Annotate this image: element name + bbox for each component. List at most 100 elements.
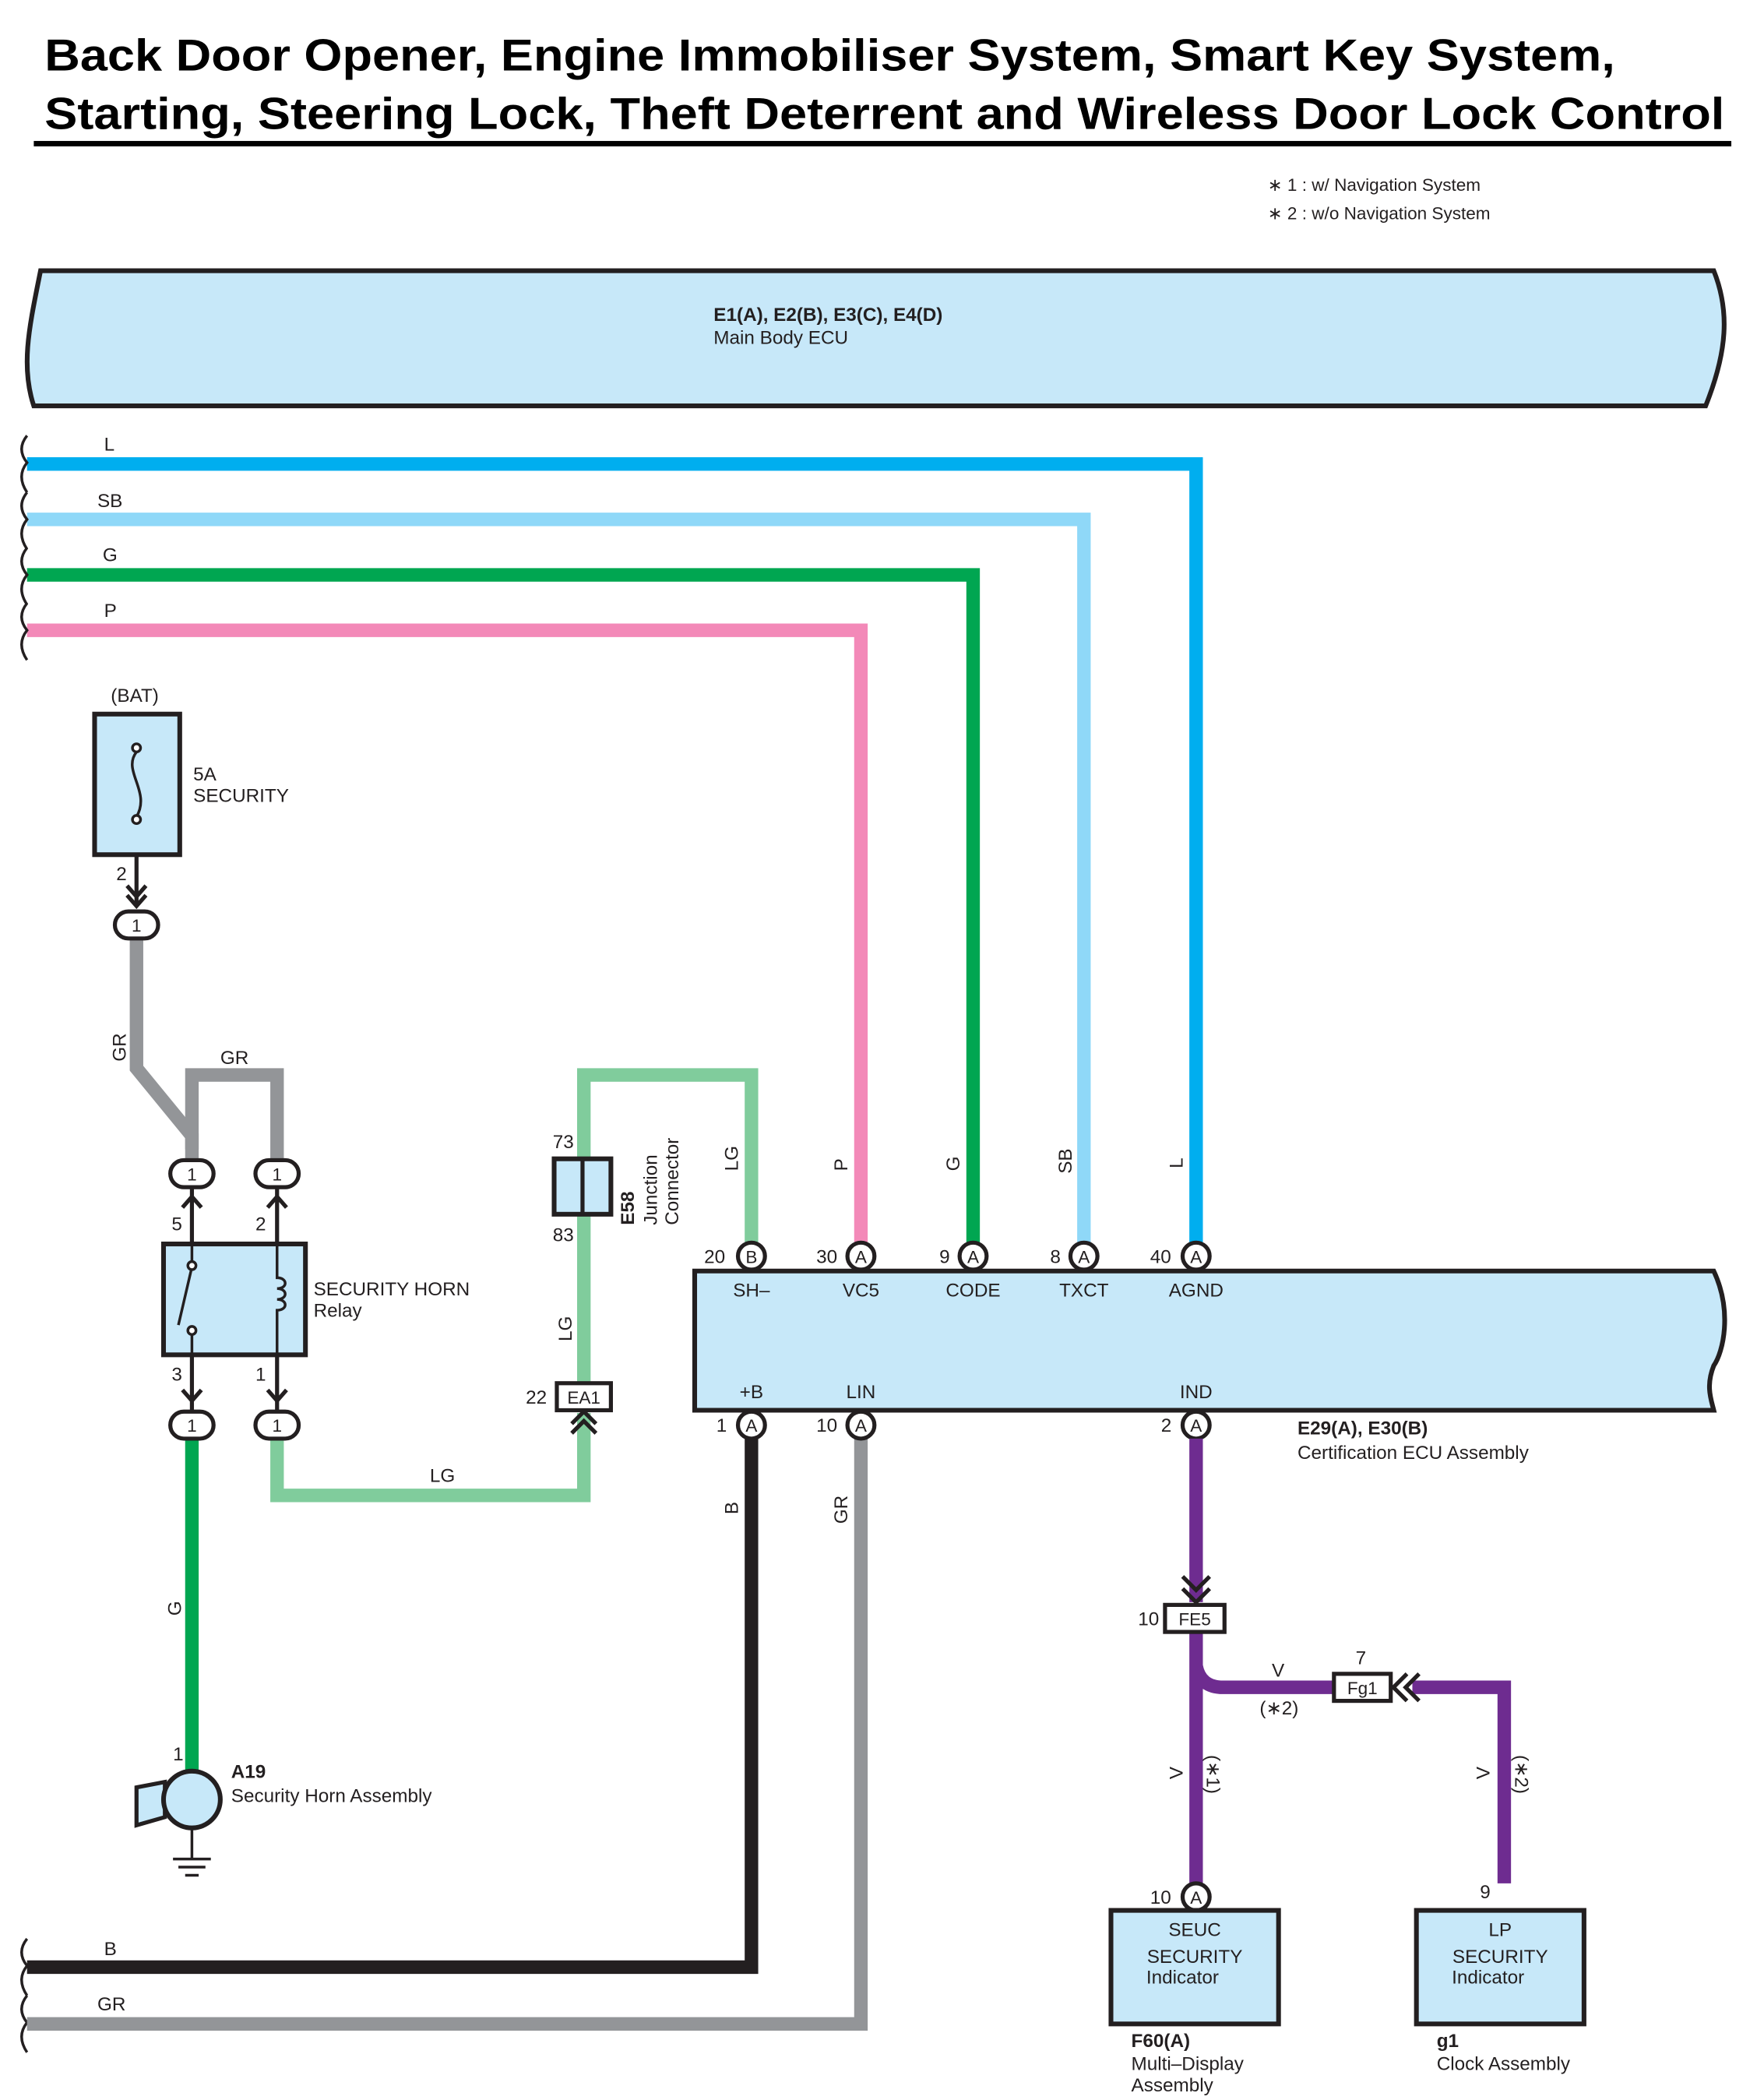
md-code: F60(A) [1132,2031,1191,2052]
ea1-pin: 22 [526,1387,547,1408]
terminal-B: +B [740,1382,763,1403]
arrow-up-icon [181,1193,288,1209]
wire-GR-relay-loop [185,1068,284,1163]
terminal-CODE: CODE [945,1281,1000,1302]
junction-pin-in: 73 [553,1132,574,1153]
wire-label-SB-vert: SB [1055,1148,1076,1173]
relay-name: SECURITY HORN [314,1279,470,1300]
title-line-1: Back Door Opener, Engine Immobiliser Sys… [44,31,1615,81]
wire-label-P-vert: P [831,1158,852,1171]
pin-number: 1 [717,1415,727,1436]
wire-label-LG-horiz: LG [430,1465,455,1486]
terminal-AGND: AGND [1169,1281,1224,1302]
wire-SB [26,513,1091,1245]
fuse-pin: 2 [116,864,127,885]
multi-display-box [1108,1908,1281,2027]
relay-connector-pin: 1 [272,1165,282,1184]
cert-ecu-top-pins: P G SB L B 20 SH– A 30 VC5 A 9 CODE A 8 … [704,1148,1224,1301]
md-name-2: Assembly [1132,2075,1214,2096]
wire-label-G-horn: G [165,1601,186,1616]
horn-code: A19 [231,1762,266,1783]
md-label-2: Indicator [1146,1967,1219,1988]
ea1-code: EA1 [567,1388,600,1408]
pin-number: 8 [1050,1246,1061,1267]
md-name-1: Multi–Display [1132,2053,1245,2074]
pin-number: 10 [816,1415,837,1436]
clock-label-1: SECURITY [1452,1947,1548,1968]
ea1-connector [555,1381,613,1413]
pin-number: 20 [704,1246,725,1267]
wire-label-V-1: V [1166,1766,1187,1779]
fuse-rating: 5A [193,764,217,785]
relay-connector-pin: 1 [187,1165,197,1184]
fe5-connector [1163,1602,1227,1634]
wire-P [26,623,868,1245]
clock-name: Clock Assembly [1437,2053,1571,2074]
clock-box [1414,1908,1586,2027]
terminal-IND: IND [1180,1382,1213,1403]
wire-V [1189,1438,1512,1883]
horn-pin: 1 [173,1744,184,1765]
horn-icon [134,1779,167,1828]
relay-pin-1: 1 [255,1364,266,1385]
wire-label-LG-top: LG [722,1146,743,1171]
wire-GR-fuse [129,938,199,1163]
md-terminal: SEUC [1168,1920,1220,1941]
wire-break-marks [20,435,29,2053]
wire-label-P: P [104,601,117,622]
wire-label-B-vert: B [722,1502,743,1514]
variant-label-1: (∗1) [1202,1755,1224,1794]
wire-label-B: B [104,1939,117,1960]
relay-sub: Relay [314,1301,363,1322]
horn-body [160,1768,223,1830]
relay-connector-2 [253,1157,301,1189]
variant-label-2: (∗2) [1259,1698,1298,1719]
wire-label-G-vert: G [943,1156,964,1171]
arrow-down-icon [181,1388,288,1404]
relay-coil-icon [276,1244,287,1355]
wire-label-GR-lin-vert: GR [831,1496,852,1524]
wire-label-GR-bottom: GR [97,1994,125,2015]
title-line-2: Starting, Steering Lock, Theft Deterrent… [44,89,1724,139]
fuse-source: (BAT) [111,685,159,706]
cert-ecu-name: Certification ECU Assembly [1298,1443,1530,1464]
wire-L [26,457,1203,1245]
wire-label-L-vert: L [1166,1157,1187,1168]
pin-number: 30 [816,1246,837,1267]
pin-connector-letter: B [745,1247,757,1267]
cert-ecu-bottom-pins: +B A 1 LIN A 10 IND A 2 [717,1382,1213,1441]
wire-label-G: G [103,545,118,566]
terminal-SH: SH– [733,1281,770,1302]
relay-pin-5: 5 [171,1214,182,1235]
wire-B [26,1438,759,1975]
terminal-LIN: LIN [847,1382,876,1403]
junction-name-2: Connector [662,1138,683,1225]
fuse-connector-pin: 1 [132,916,142,935]
fuse-connector [112,909,160,941]
main-body-ecu-connectors: E1(A), E2(B), E3(C), E4(D) [713,305,942,326]
main-body-ecu-box [24,268,1727,409]
note-1: ∗ 1 : w/ Navigation System [1268,175,1481,195]
wire-label-V-2: V [1473,1766,1494,1779]
fe5-pin: 10 [1138,1608,1159,1630]
fe5-code: FE5 [1178,1609,1210,1629]
pin-connector-letter: A [1190,1247,1202,1267]
pin-number: 2 [1161,1415,1172,1436]
variant-label-2-vert: (∗2) [1510,1755,1531,1794]
terminal-VC5: VC5 [843,1281,879,1302]
relay-connector-1 [253,1409,301,1441]
horn-name: Security Horn Assembly [231,1786,433,1807]
pin-connector-letter: A [1078,1247,1090,1267]
relay-connector-5 [168,1157,216,1189]
relay-connector-3 [168,1409,216,1441]
pin-connector-letter: A [855,1416,867,1436]
md-label-1: SECURITY [1147,1947,1243,1968]
arrow-down-icon [125,884,148,910]
pin-connector-letter: A [967,1247,979,1267]
wire-LG [270,1068,759,1503]
arrow-down-icon [1181,1575,1212,1605]
certification-ecu-box [692,1268,1727,1413]
relay-pin-3: 3 [171,1364,182,1385]
relay-pin-2: 2 [255,1214,266,1235]
